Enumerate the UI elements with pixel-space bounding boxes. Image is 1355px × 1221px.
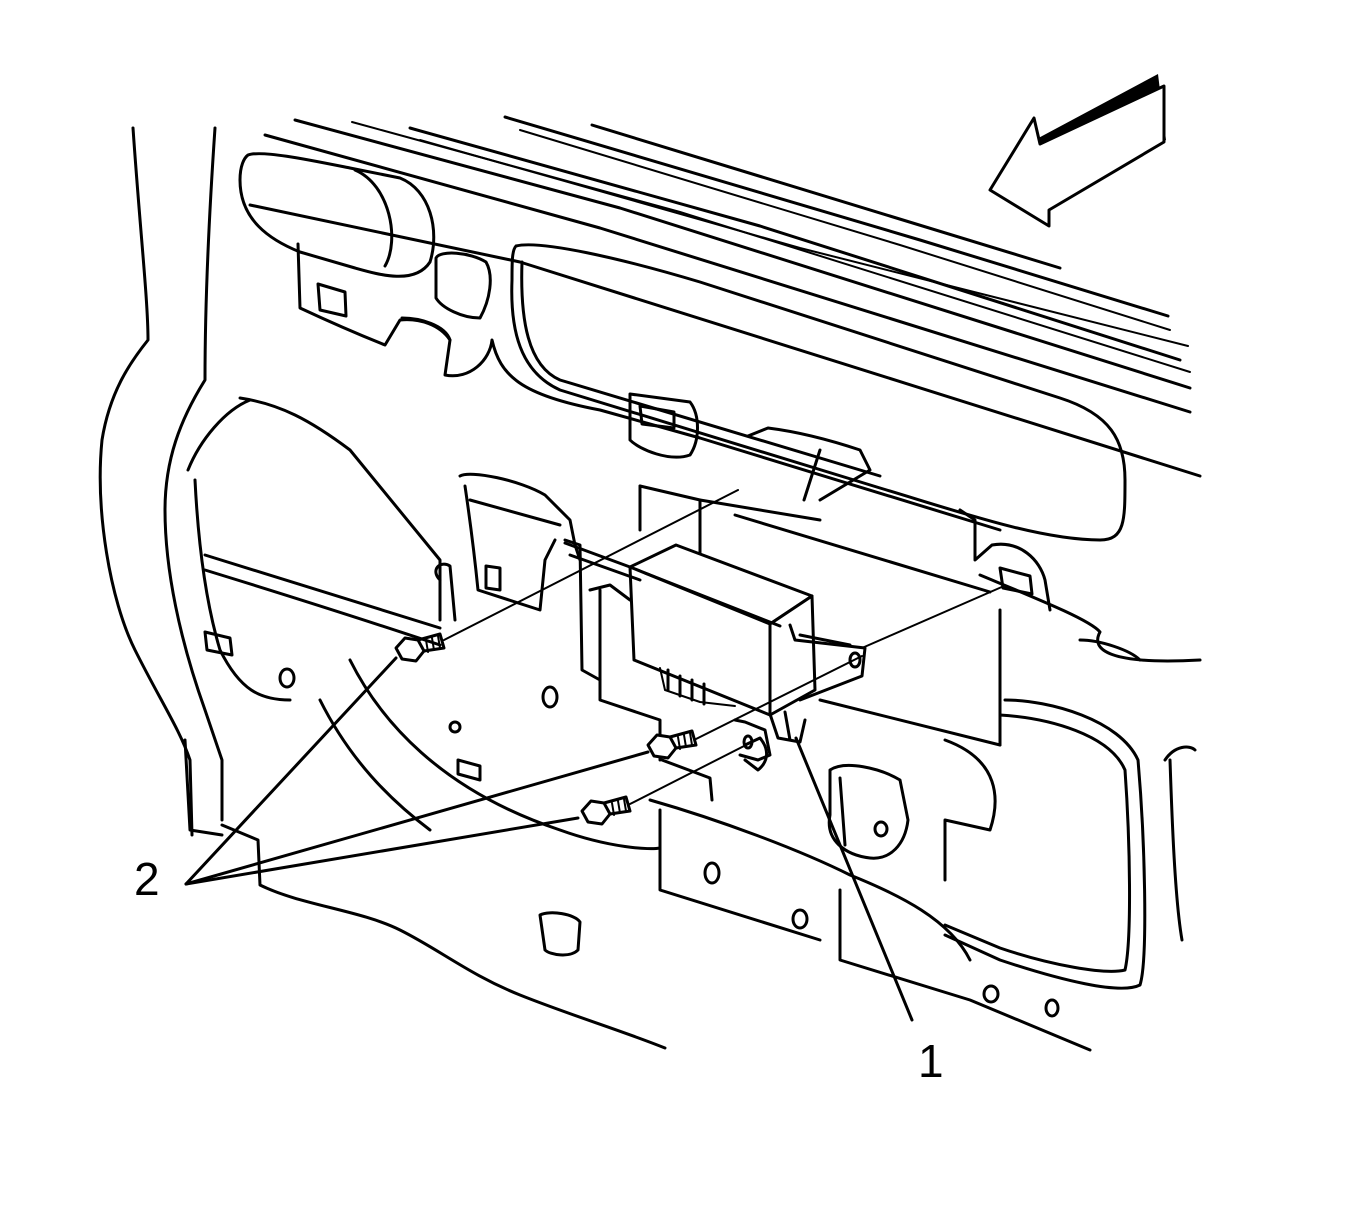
door-panel-outline xyxy=(98,126,667,1050)
window-channel-lines xyxy=(248,115,1202,478)
callout-label-1: 1 xyxy=(918,1035,944,1087)
leader-lines xyxy=(184,656,914,1022)
panel-holes xyxy=(203,392,1060,1018)
leader-1 xyxy=(794,736,914,1022)
inner-upper-panel xyxy=(238,152,1127,542)
callout-label-2: 2 xyxy=(134,853,160,905)
leader-2 xyxy=(184,656,650,886)
alignment-lines xyxy=(443,489,1005,805)
door-module xyxy=(563,541,867,762)
bolt-upper-left xyxy=(394,632,446,663)
fasteners xyxy=(394,632,698,826)
bolt-lower xyxy=(580,795,632,826)
bolt-middle xyxy=(646,729,698,760)
mounting-bracket xyxy=(434,538,768,802)
lower-door-panel xyxy=(318,638,1197,1052)
direction-arrow-icon xyxy=(988,74,1166,228)
